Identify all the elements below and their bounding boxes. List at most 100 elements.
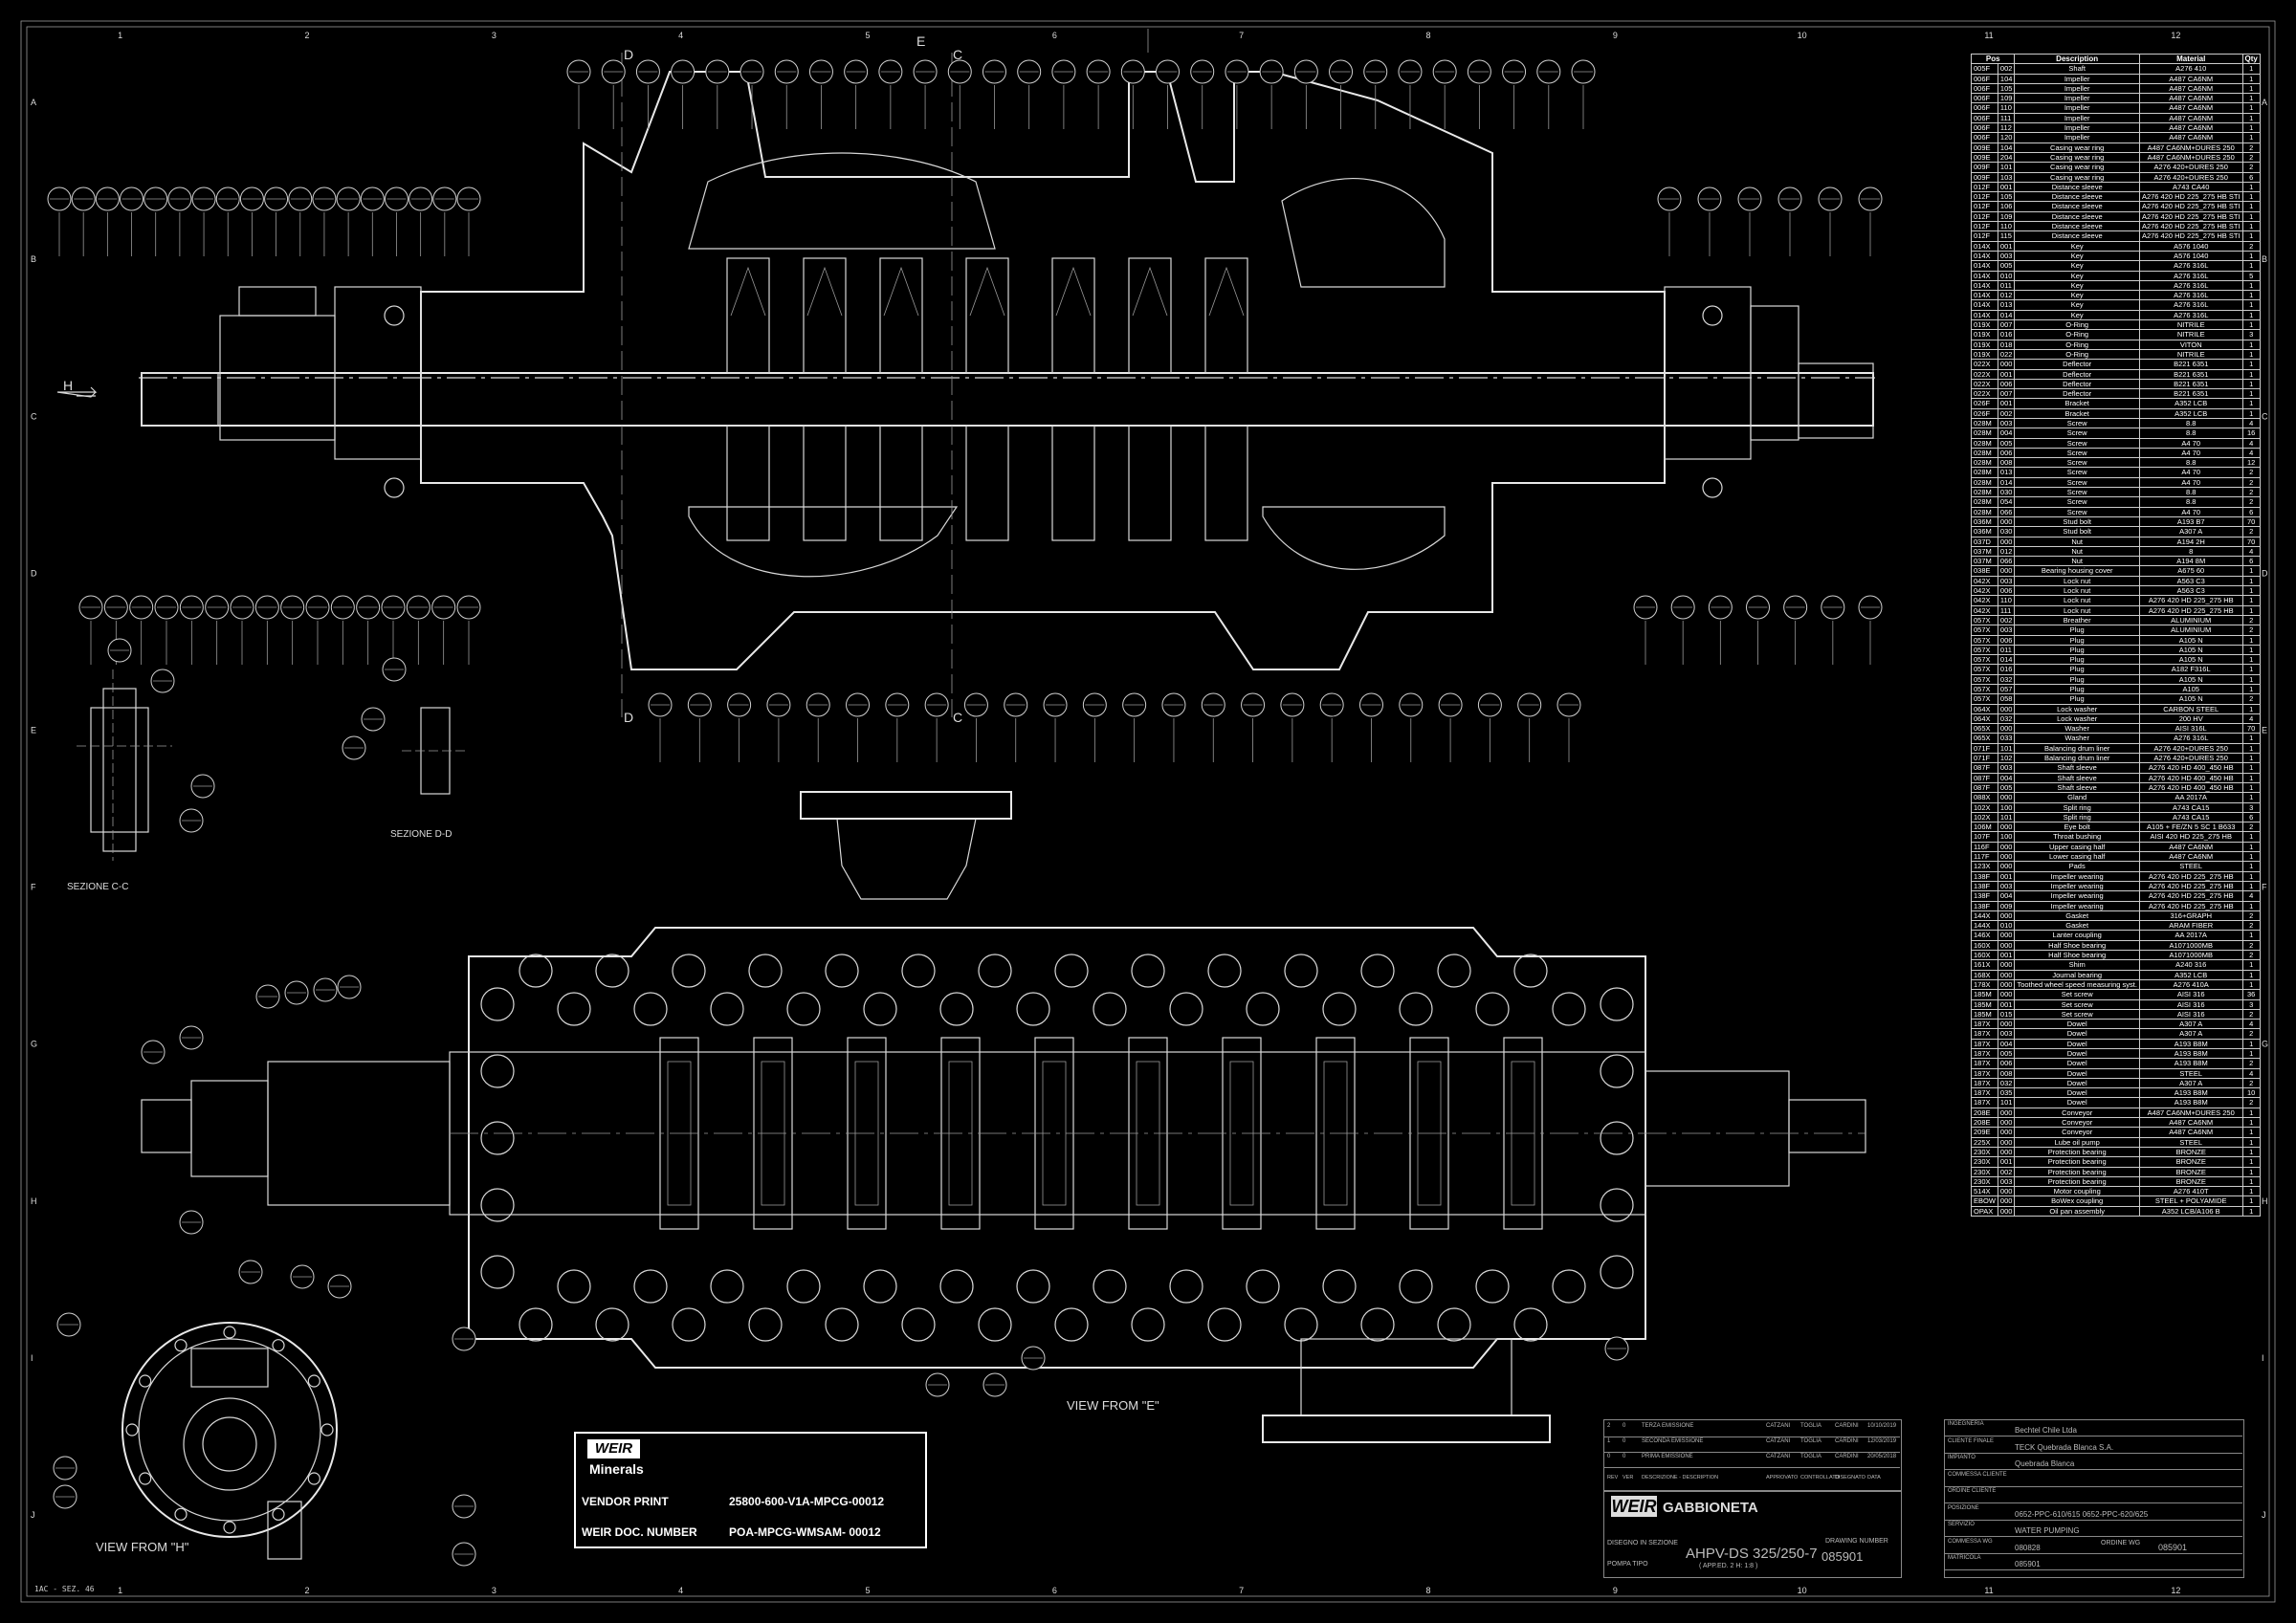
parts-cell-material: STEEL	[2138, 1136, 2243, 1148]
ordine-wg-value: 085901	[2158, 1543, 2188, 1552]
parts-cell-description: Lube oil pump	[2014, 1136, 2140, 1148]
parts-cell-material: BRONZE	[2138, 1156, 2243, 1168]
frame-col-bottom: 7	[1239, 1586, 1244, 1595]
parts-cell-pos: 042X	[1971, 604, 1998, 616]
parts-cell-sub: 013	[1997, 299, 2016, 311]
parts-cell-pos: 225X	[1971, 1136, 1998, 1148]
parts-cell-sub: 003	[1997, 1028, 2016, 1040]
revision-cell: SECONDA EMISSIONE	[1642, 1438, 1704, 1444]
parts-cell-description: Split ring	[2014, 811, 2140, 823]
stud-bolt-top-row2	[1475, 992, 1510, 1026]
parts-cell-description: Split ring	[2014, 801, 2140, 813]
flange-bolt-hole	[139, 1472, 152, 1485]
parts-cell-description: Washer	[2014, 733, 2140, 744]
parts-cell-description: Dowel	[2014, 1097, 2140, 1108]
parts-cell-description: Toothed wheel speed measuring syst.	[2014, 978, 2140, 991]
parts-cell-material: 316+GRAPH	[2138, 910, 2243, 922]
parts-cell-description: Conveyor	[2014, 1127, 2140, 1138]
parts-cell-material: A276 420 HD 225_275 HB	[2138, 900, 2243, 911]
parts-cell-material: A4 70	[2138, 437, 2243, 449]
parts-cell-sub: 057	[1997, 683, 2016, 695]
parts-cell-description: Washer	[2014, 723, 2140, 735]
parts-cell-material: A276 420 HD 225_275 HB STI	[2138, 210, 2243, 223]
parts-cell-sub: 000	[1997, 1186, 2016, 1197]
parts-cell-pos: 022X	[1971, 368, 1998, 380]
parts-cell-material: BRONZE	[2138, 1175, 2243, 1188]
parts-cell-pos: 514X	[1971, 1186, 1998, 1197]
parts-cell-material: A576 1040	[2138, 240, 2243, 252]
parts-cell-material: AA 2017A	[2138, 792, 2243, 803]
col-pos: Pos	[1970, 53, 2016, 65]
stud-bolt-top	[1131, 954, 1165, 988]
parts-cell-description: Throat bushing	[2014, 831, 2140, 843]
parts-cell-qty: 2	[2241, 1028, 2261, 1040]
parts-cell-material: A276 420 HD 225_275 HB	[2138, 604, 2243, 616]
parts-cell-pos: 037M	[1971, 556, 1998, 567]
parts-cell-qty: 2	[2241, 1097, 2261, 1108]
parts-cell-description: Impeller	[2014, 93, 2140, 104]
frame-col-top: 9	[1613, 31, 1618, 40]
parts-cell-description: Journal bearing	[2014, 969, 2140, 980]
parts-cell-description: Key	[2014, 299, 2140, 311]
parts-cell-qty: 1	[2241, 664, 2261, 675]
parts-cell-pos: 036M	[1971, 515, 1998, 528]
parts-cell-material: A276 420+DURES 250	[2138, 171, 2243, 183]
frame-row-left: E	[31, 725, 36, 735]
revision-cell: 0	[1623, 1454, 1626, 1459]
ordine-wg-label: ORDINE WG	[2101, 1540, 2141, 1546]
frame-row-right: D	[2262, 568, 2268, 578]
parts-cell-qty: 16	[2241, 428, 2261, 439]
parts-cell-qty: 1	[2241, 1136, 2261, 1148]
parts-cell-material: A105 + FE/ZN 5 SC 1 B633	[2138, 822, 2243, 833]
parts-cell-sub: 022	[1997, 348, 2016, 361]
impeller-lower	[1128, 425, 1172, 541]
parts-cell-qty: 1	[2241, 1186, 2261, 1197]
parts-cell-description: Plug	[2014, 664, 2140, 675]
frame-col-bottom: 5	[865, 1586, 870, 1595]
parts-cell-sub: 000	[1997, 1136, 2016, 1148]
parts-cell-qty: 1	[2241, 585, 2261, 597]
stud-bolt-bottom-row2	[1093, 1269, 1127, 1304]
parts-cell-qty: 1	[2241, 861, 2261, 872]
parts-cell-sub: 000	[1997, 792, 2016, 803]
parts-cell-qty: 1	[2241, 122, 2261, 134]
parts-cell-pos: 057X	[1971, 683, 1998, 695]
impeller-upper	[1051, 257, 1095, 374]
brand-name: Minerals	[589, 1461, 644, 1477]
frame-col-bottom: 10	[1798, 1586, 1807, 1595]
parts-cell-pos: 138F	[1971, 870, 1998, 882]
parts-cell-pos: 057X	[1971, 654, 1998, 666]
parts-cell-material: ARAM FIBER	[2138, 920, 2243, 932]
title-field-label: IMPIANTO	[1948, 1455, 1976, 1460]
parts-cell-sub: 007	[1997, 319, 2016, 331]
parts-cell-material: A487 CA6NM	[2138, 132, 2243, 143]
stud-bolt-right	[1600, 987, 1634, 1021]
revision-cell: CATZANI	[1766, 1438, 1791, 1444]
parts-cell-sub: 100	[1997, 831, 2016, 843]
parts-cell-pos: 019X	[1971, 319, 1998, 331]
parts-cell-pos: 057X	[1971, 644, 1998, 656]
parts-cell-sub: 000	[1997, 1117, 2016, 1129]
stud-bolt-bottom-row2	[1016, 1269, 1050, 1304]
parts-cell-qty: 3	[2241, 998, 2261, 1010]
stud-bolt-bottom-row2	[710, 1269, 744, 1304]
parts-cell-material: A4 70	[2138, 447, 2243, 459]
parts-cell-pos: EBOW	[1971, 1195, 1998, 1207]
parts-cell-material: A193 B8M	[2138, 1097, 2243, 1108]
frame-row-right: F	[2262, 883, 2267, 892]
parts-cell-sub: 058	[1997, 693, 2016, 705]
title-field-label: POSIZIONE	[1948, 1504, 1979, 1511]
